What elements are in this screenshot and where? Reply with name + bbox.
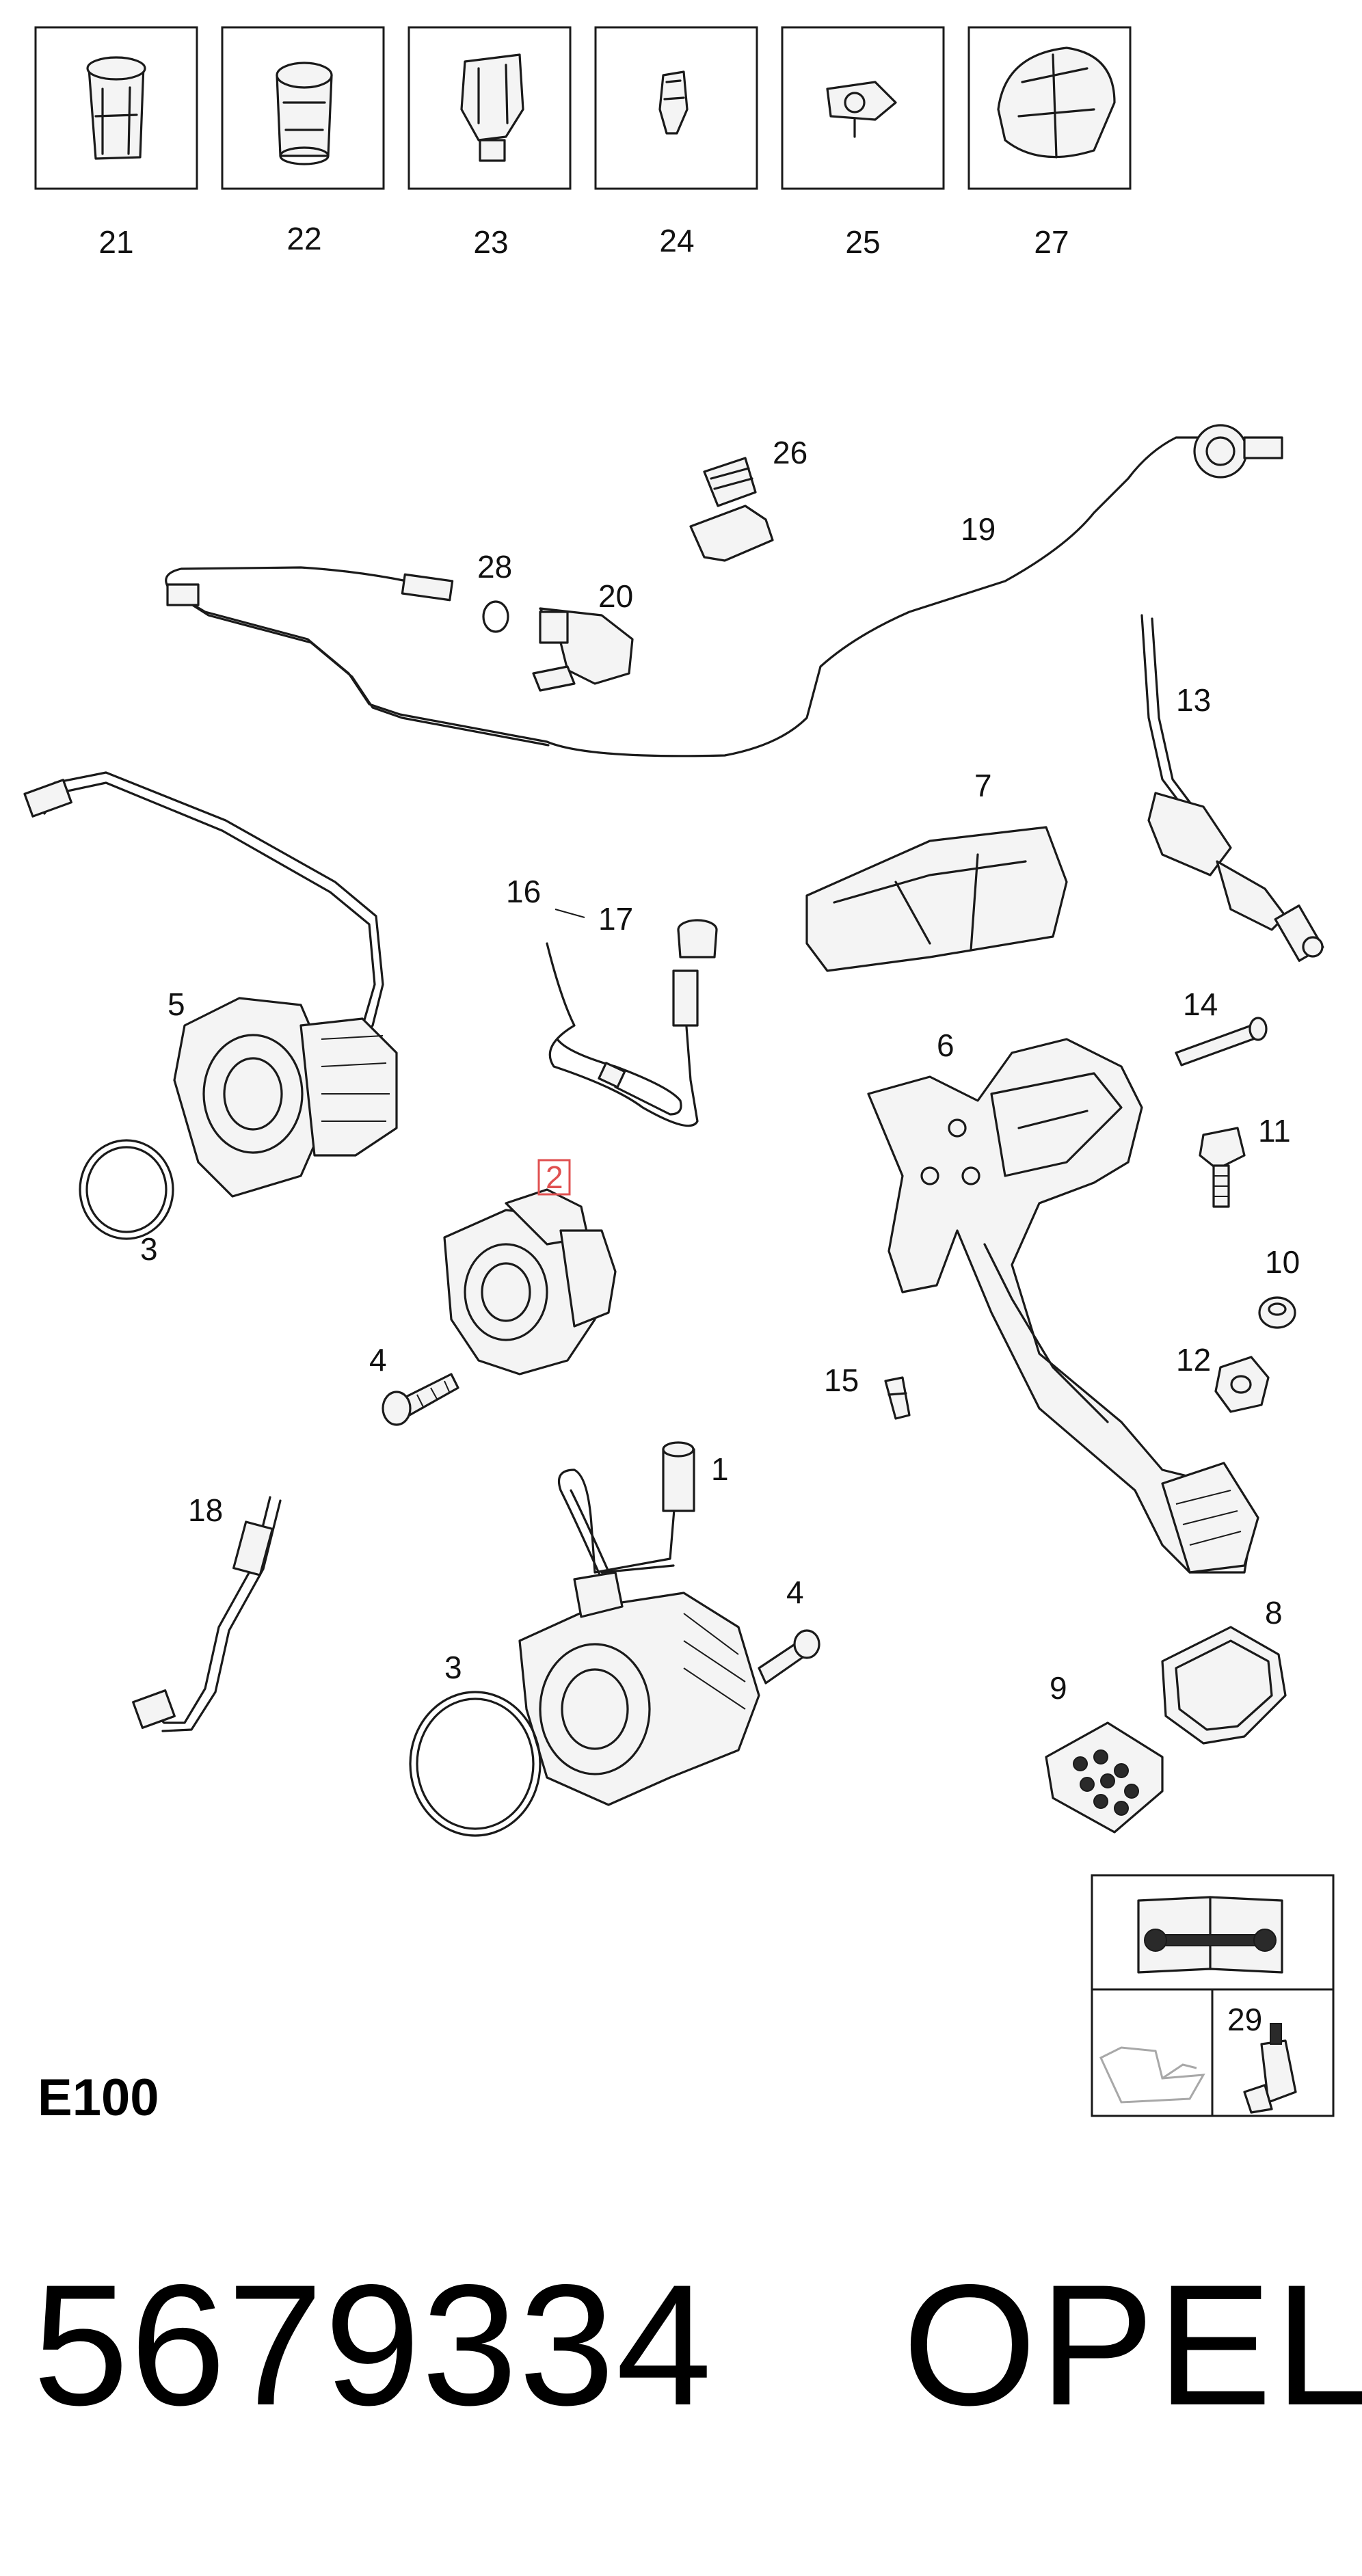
slave-cylinder-2[interactable] <box>443 1188 617 1376</box>
pedal-cover-7[interactable] <box>805 826 1068 972</box>
bolt-11[interactable] <box>1199 1127 1246 1208</box>
o-ring-3-left[interactable] <box>79 1139 174 1240</box>
thumbnail-label: 23 <box>473 224 508 260</box>
clip-10[interactable] <box>1258 1296 1296 1329</box>
bolt-4-lower[interactable] <box>758 1629 820 1685</box>
callout-8[interactable]: 8 <box>1265 1595 1283 1631</box>
hose-13[interactable] <box>1140 614 1324 962</box>
clip-21-icon <box>86 56 146 160</box>
o-ring-3-lower[interactable] <box>409 1691 542 1837</box>
callout-4-upper[interactable]: 4 <box>369 1342 387 1378</box>
repair-manual-icon <box>1137 1896 1283 1974</box>
engine-oil-icon <box>1099 2046 1205 2104</box>
pin-14[interactable] <box>1175 1017 1268 1066</box>
part-number: 5679334 <box>33 2249 714 2441</box>
callout-9[interactable]: 9 <box>1050 1670 1067 1706</box>
o-ring-28[interactable] <box>482 600 509 633</box>
clip-15[interactable] <box>884 1376 911 1420</box>
callout-3-lower[interactable]: 3 <box>444 1650 462 1685</box>
thumbnail-label: 27 <box>1034 224 1069 260</box>
callout-2[interactable]: 2 <box>546 1159 563 1195</box>
slave-cylinder-1[interactable] <box>518 1441 760 1806</box>
clip-24-icon <box>658 70 689 135</box>
thumbnail-21[interactable]: 21 <box>34 26 198 260</box>
nut-12[interactable] <box>1214 1356 1270 1413</box>
cover-27-icon <box>997 46 1116 159</box>
callout-28[interactable]: 28 <box>477 549 512 585</box>
callout-7[interactable]: 7 <box>974 768 992 803</box>
sealant-tube-icon <box>1243 2023 1297 2114</box>
thumbnail-label: 24 <box>659 223 694 258</box>
callout-2-highlight <box>537 1159 571 1196</box>
diagram-code: E100 <box>38 2069 159 2127</box>
legend-box: 29 <box>1091 1874 1335 2117</box>
clip-23-icon <box>460 53 524 162</box>
legend-callout-29[interactable]: 29 <box>1227 2002 1262 2037</box>
callout-18[interactable]: 18 <box>188 1492 223 1528</box>
callout-12[interactable]: 12 <box>1176 1342 1211 1378</box>
bolt-4-upper[interactable] <box>382 1373 459 1426</box>
pipe-16[interactable] <box>546 942 699 1127</box>
pedal-pad-9[interactable] <box>1045 1721 1164 1834</box>
callout-4-lower[interactable]: 4 <box>786 1574 804 1610</box>
o-ring-3-left-inner <box>85 1146 168 1233</box>
fitting-25-icon <box>826 81 897 138</box>
pipe-18[interactable] <box>132 1496 282 1732</box>
thumbnail-label: 25 <box>845 224 880 260</box>
brand-name: OPEL <box>903 2249 1362 2441</box>
pedal-pad-8[interactable] <box>1161 1626 1287 1745</box>
connector-26[interactable] <box>689 457 774 562</box>
callout-20[interactable]: 20 <box>598 578 633 614</box>
callout-13[interactable]: 13 <box>1176 682 1211 718</box>
callout-19[interactable]: 19 <box>961 511 996 547</box>
callout-5[interactable]: 5 <box>168 987 185 1022</box>
pedal-assembly-6[interactable] <box>867 1038 1259 1574</box>
callout-10[interactable]: 10 <box>1265 1244 1300 1280</box>
thumbnail-label: 22 <box>286 221 321 256</box>
thumbnail-27[interactable]: 27 <box>967 26 1132 260</box>
thumbnail-24[interactable]: 24 <box>594 26 758 258</box>
slave-cylinder-5[interactable] <box>23 771 398 1198</box>
callout-15[interactable]: 15 <box>824 1363 859 1398</box>
callout-14[interactable]: 14 <box>1183 987 1218 1022</box>
bushing-22-icon <box>276 62 333 165</box>
callout-labels: 26 19 28 20 13 7 16 17 5 14 6 11 2 3 10 … <box>140 435 1300 1706</box>
callout-17[interactable]: 17 <box>598 901 633 937</box>
callout-6[interactable]: 6 <box>937 1028 954 1063</box>
callout-1[interactable]: 1 <box>711 1451 729 1487</box>
connector-20[interactable] <box>532 607 634 692</box>
callout-3-left[interactable]: 3 <box>140 1231 158 1267</box>
thumbnail-22[interactable]: 22 <box>221 26 385 256</box>
callout-11[interactable]: 11 <box>1258 1113 1291 1149</box>
callout-16-17-leader <box>555 909 585 918</box>
hydraulic-pipe-19[interactable] <box>165 424 1283 757</box>
thumbnail-label: 21 <box>98 224 133 260</box>
o-ring-3-lower-inner <box>416 1698 535 1830</box>
thumbnail-23[interactable]: 23 <box>408 26 572 260</box>
callout-16[interactable]: 16 <box>506 874 541 909</box>
callout-26[interactable]: 26 <box>773 435 807 470</box>
thumbnail-25[interactable]: 25 <box>781 26 945 260</box>
cap-17[interactable] <box>677 919 718 958</box>
